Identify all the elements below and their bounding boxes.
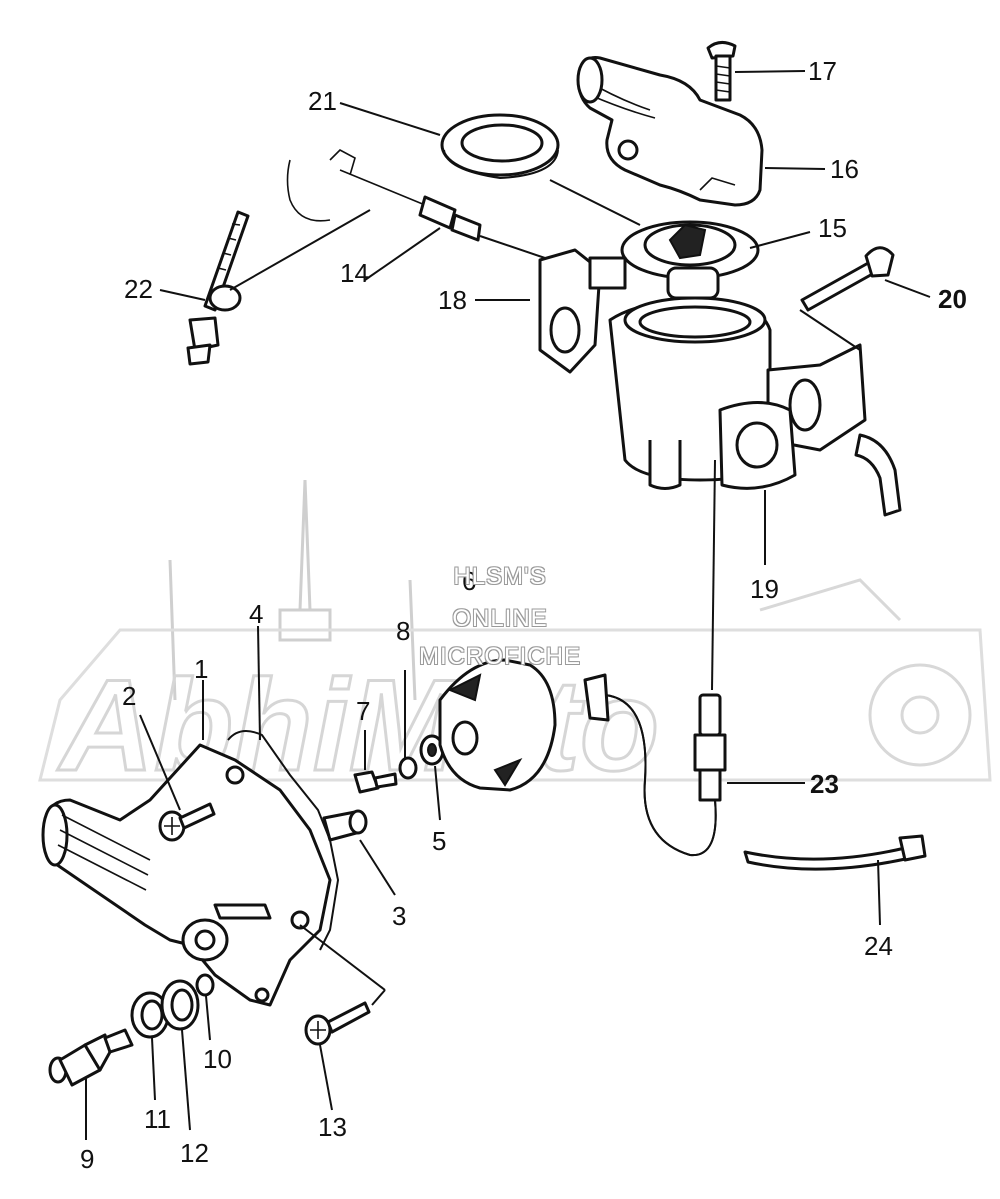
part-thermostat-15	[620, 220, 760, 300]
part-impeller-6	[438, 658, 557, 792]
leader-lines	[85, 70, 931, 1140]
callout-20: 20	[938, 284, 967, 314]
callout-17: 17	[808, 56, 837, 86]
part-gasket-19	[718, 401, 797, 490]
part-fitting-9	[48, 1028, 134, 1087]
part-washer-11	[130, 991, 170, 1039]
watermark-line-3: MICROFICHE	[419, 643, 581, 670]
callout-9: 9	[80, 1144, 94, 1174]
callout-21: 21	[308, 86, 337, 116]
part-bolt-20	[800, 246, 895, 312]
part-bolt-7	[353, 770, 398, 794]
part-screw-2	[158, 802, 216, 842]
callout-5: 5	[432, 826, 446, 856]
part-sensor-14	[286, 149, 482, 242]
watermark-graphic	[38, 479, 992, 782]
callout-3: 3	[392, 901, 406, 931]
callout-4: 4	[249, 599, 263, 629]
callout-8: 8	[396, 616, 410, 646]
watermark-line-2: ONLINE	[452, 605, 548, 632]
callout-12: 12	[180, 1138, 209, 1168]
part-temp-sensor-23	[583, 673, 727, 857]
callout-10: 10	[203, 1044, 232, 1074]
part-washer-8	[398, 756, 418, 780]
callout-6: 6	[462, 566, 476, 596]
callout-13: 13	[318, 1112, 347, 1142]
callout-16: 16	[830, 154, 859, 184]
callout-18: 18	[438, 285, 467, 315]
callout-14: 14	[340, 258, 369, 288]
part-seal-21	[440, 113, 560, 180]
callout-11: 11	[144, 1104, 171, 1134]
callout-2: 2	[122, 681, 136, 711]
part-washer-12	[160, 979, 200, 1031]
part-washer-10	[195, 973, 215, 997]
part-cable-tie-24	[743, 834, 927, 871]
watermark-line-1: HLSM'S	[453, 563, 547, 590]
part-screw-13	[304, 1001, 371, 1046]
callout-19: 19	[750, 574, 779, 604]
callout-1: 1	[194, 654, 208, 684]
part-bolt-17	[706, 41, 737, 102]
part-oring-4	[227, 730, 340, 951]
part-cable-tie-22	[186, 210, 250, 366]
callout-24: 24	[864, 931, 893, 961]
part-pump-body-1	[41, 743, 332, 1007]
callout-7: 7	[356, 696, 370, 726]
callout-23: 23	[810, 769, 839, 799]
callout-15: 15	[818, 213, 847, 243]
callout-22: 22	[124, 274, 153, 304]
part-thermostat-cover	[576, 56, 764, 207]
part-collar-3	[322, 809, 368, 842]
